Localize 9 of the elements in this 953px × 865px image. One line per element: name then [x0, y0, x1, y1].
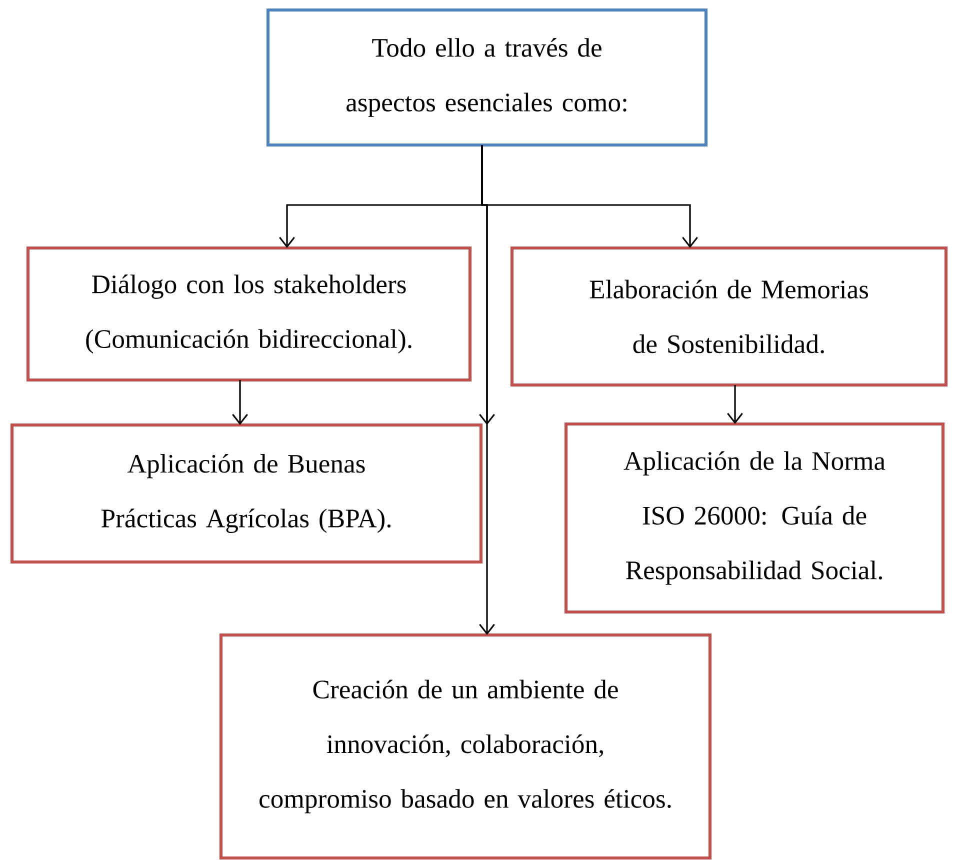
text-box: Aplicación de Buenas Prácticas Agrícolas (BPA). [10, 423, 483, 564]
text-box: Elaboración de Memorias de Sostenibilidad. [510, 246, 948, 387]
arrow [727, 385, 743, 424]
text-box: Todo ello a través de aspectos esenciales como: [266, 8, 708, 147]
arrow [232, 380, 248, 426]
text-box: Diálogo con los stakeholders (Comunicación bidireccional). [26, 246, 472, 382]
text-box: Creación de un ambiente de innovación, colaboración, compromiso basado en valores éticos. [219, 633, 712, 860]
text-box: Aplicación de la Norma ISO 26000: Guía de Responsabilidad Social. [564, 422, 945, 614]
arrow [479, 145, 495, 635]
